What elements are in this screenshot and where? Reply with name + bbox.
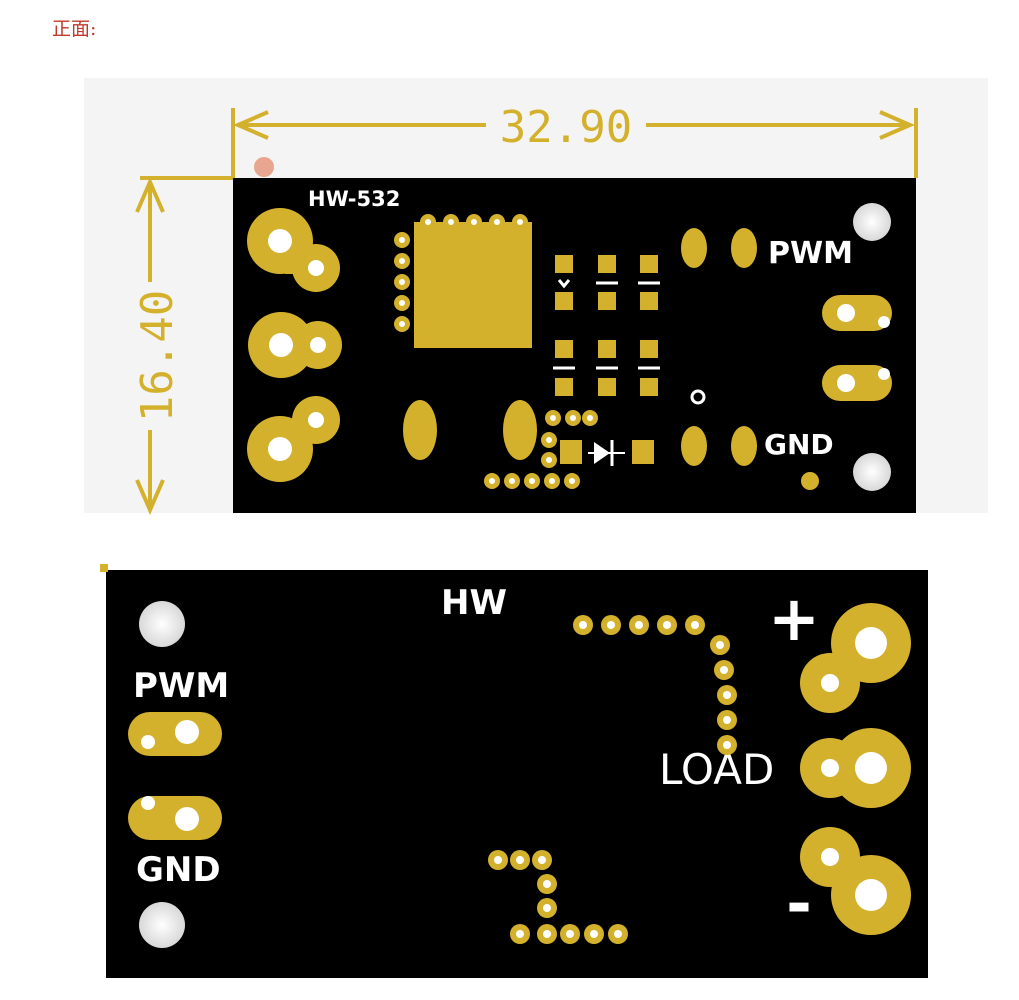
- bottom-pcb-body: [106, 570, 928, 978]
- origin-marker: [254, 157, 274, 177]
- bottom-mount-hole-2: [139, 902, 185, 948]
- diode: [560, 440, 654, 466]
- top-model-label: HW-532: [308, 187, 400, 211]
- bottom-mount-hole-1: [139, 601, 185, 647]
- top-right-pads: [822, 295, 892, 401]
- top-mount-hole-2: [853, 453, 891, 491]
- bottom-model-label: HW: [441, 583, 507, 623]
- bottom-pwm-label: PWM: [133, 666, 229, 706]
- top-mount-hole-1: [853, 203, 891, 241]
- page-heading: 正面:: [52, 18, 97, 40]
- smd-components: [555, 255, 658, 396]
- top-gnd-label: GND: [764, 428, 834, 461]
- small-pad: [801, 472, 819, 490]
- load-label: LOAD: [659, 745, 774, 794]
- height-dimension-label: 16.40: [132, 290, 183, 422]
- top-left-terminals: [247, 208, 342, 482]
- height-dimension: [135, 176, 233, 516]
- top-pwm-label: PWM: [768, 236, 853, 271]
- marker-dot: [690, 389, 706, 405]
- top-board: 32.90 16.40 HW-532 PWM GND: [132, 102, 918, 516]
- plus-label: +: [768, 582, 820, 655]
- minus-label: -: [786, 867, 812, 940]
- width-dimension: [231, 108, 918, 178]
- ic-pad: [414, 222, 532, 348]
- bottom-gnd-label: GND: [136, 850, 221, 890]
- width-dimension-label: 32.90: [500, 102, 632, 153]
- bottom-board: HW PWM GND LOAD + -: [100, 564, 928, 978]
- oval-pads: [403, 228, 757, 466]
